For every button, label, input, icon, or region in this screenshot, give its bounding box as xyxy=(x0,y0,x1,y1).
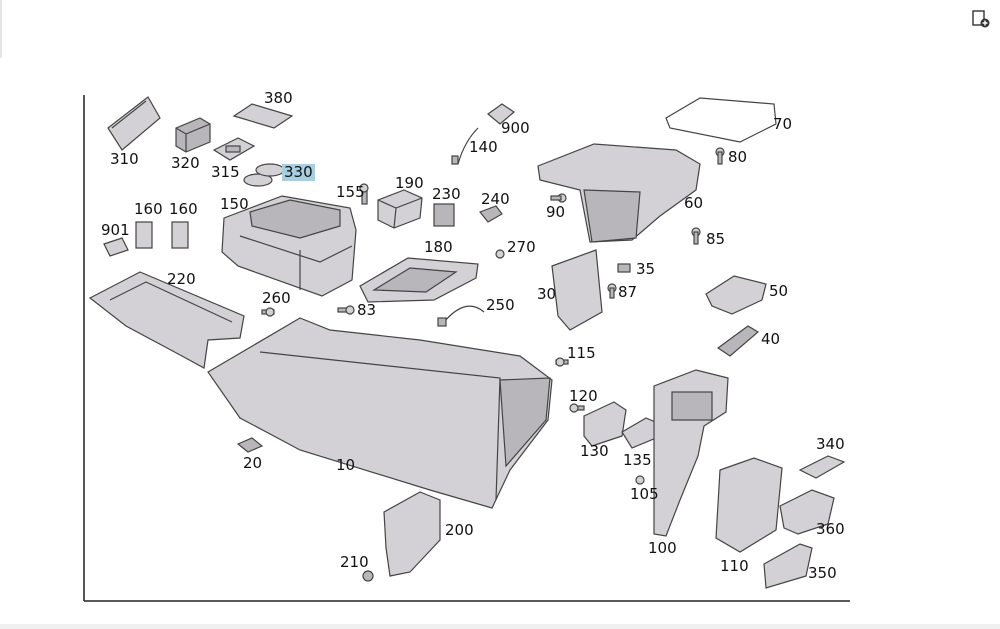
callout-900[interactable]: 900 xyxy=(501,119,530,137)
part-310-lid[interactable] xyxy=(107,96,161,151)
document-add-icon[interactable] xyxy=(971,9,991,29)
part-50-tray[interactable] xyxy=(705,275,767,315)
part-230-switch[interactable] xyxy=(433,203,455,227)
callout-160a[interactable]: 160 xyxy=(134,200,163,218)
part-240-clip[interactable] xyxy=(479,205,503,223)
callout-180[interactable]: 180 xyxy=(424,238,453,256)
callout-310[interactable]: 310 xyxy=(110,150,139,168)
part-110-vent-unit[interactable] xyxy=(715,457,783,553)
callout-80[interactable]: 80 xyxy=(728,148,748,166)
callout-330-highlighted[interactable]: 330 xyxy=(282,163,315,181)
part-140-cable[interactable] xyxy=(451,127,479,165)
callout-115[interactable]: 115 xyxy=(567,344,596,362)
callout-100[interactable]: 100 xyxy=(648,539,677,557)
part-340-cover[interactable] xyxy=(798,455,846,479)
callout-135[interactable]: 135 xyxy=(623,451,652,469)
callout-220[interactable]: 220 xyxy=(167,270,196,288)
callout-110[interactable]: 110 xyxy=(720,557,749,575)
callout-340[interactable]: 340 xyxy=(816,435,845,453)
part-120-screw[interactable] xyxy=(569,403,585,413)
callout-83[interactable]: 83 xyxy=(357,301,377,319)
callout-20[interactable]: 20 xyxy=(243,454,263,472)
part-85-screw[interactable] xyxy=(691,227,701,245)
part-360-bin[interactable] xyxy=(779,489,835,535)
part-190-tray[interactable] xyxy=(377,189,423,229)
callout-90[interactable]: 90 xyxy=(546,203,566,221)
callout-350[interactable]: 350 xyxy=(808,564,837,582)
part-70-gasket[interactable] xyxy=(665,97,777,143)
callout-10[interactable]: 10 xyxy=(336,456,356,474)
bottom-scroll-bar[interactable] xyxy=(0,624,1000,629)
part-350-bin[interactable] xyxy=(763,543,813,589)
callout-50[interactable]: 50 xyxy=(769,282,789,300)
callout-260[interactable]: 260 xyxy=(262,289,291,307)
callout-155[interactable]: 155 xyxy=(336,183,365,201)
callout-150[interactable]: 150 xyxy=(220,195,249,213)
callout-85[interactable]: 85 xyxy=(706,230,726,248)
part-10-console-body[interactable] xyxy=(207,317,553,509)
callout-87[interactable]: 87 xyxy=(618,283,638,301)
callout-70[interactable]: 70 xyxy=(773,115,793,133)
part-270-screw[interactable] xyxy=(495,249,505,259)
part-380-mat[interactable] xyxy=(232,103,294,129)
part-90-screw[interactable] xyxy=(550,193,567,203)
part-20-clip[interactable] xyxy=(236,437,264,453)
part-83-screw[interactable] xyxy=(337,305,355,315)
callout-315[interactable]: 315 xyxy=(211,163,240,181)
part-30-side-panel[interactable] xyxy=(551,249,603,331)
part-105-screw[interactable] xyxy=(635,475,645,485)
part-320-box[interactable] xyxy=(175,117,211,153)
part-80-screw[interactable] xyxy=(715,147,725,165)
part-155-screw[interactable] xyxy=(359,183,369,205)
part-200-bracket[interactable] xyxy=(383,491,441,577)
part-87-screw[interactable] xyxy=(607,283,617,299)
callout-360[interactable]: 360 xyxy=(816,520,845,538)
part-150-storage-unit[interactable] xyxy=(221,195,357,297)
part-35-clip[interactable] xyxy=(617,263,631,273)
part-160-socket-a[interactable] xyxy=(135,221,153,249)
callout-130[interactable]: 130 xyxy=(580,442,609,460)
callout-30[interactable]: 30 xyxy=(537,285,557,303)
callout-140[interactable]: 140 xyxy=(469,138,498,156)
callout-60[interactable]: 60 xyxy=(684,194,704,212)
part-40-insert[interactable] xyxy=(716,325,760,357)
callout-380[interactable]: 380 xyxy=(264,89,293,107)
part-901-component[interactable] xyxy=(103,237,129,257)
callout-120[interactable]: 120 xyxy=(569,387,598,405)
callout-230[interactable]: 230 xyxy=(432,185,461,203)
callout-250[interactable]: 250 xyxy=(486,296,515,314)
callout-210[interactable]: 210 xyxy=(340,553,369,571)
callout-320[interactable]: 320 xyxy=(171,154,200,172)
part-180-trim-frame[interactable] xyxy=(359,257,479,303)
part-260-screw[interactable] xyxy=(261,307,275,317)
part-220-air-duct[interactable] xyxy=(88,271,245,369)
callout-160b[interactable]: 160 xyxy=(169,200,198,218)
callout-240[interactable]: 240 xyxy=(481,190,510,208)
part-115-screw[interactable] xyxy=(555,357,569,367)
part-900-module[interactable] xyxy=(487,103,515,125)
callout-35[interactable]: 35 xyxy=(636,260,656,278)
callout-105[interactable]: 105 xyxy=(630,485,659,503)
part-160-socket-b[interactable] xyxy=(171,221,189,249)
part-60-armrest[interactable] xyxy=(537,143,701,243)
callout-40[interactable]: 40 xyxy=(761,330,781,348)
part-315-tray[interactable] xyxy=(212,137,256,161)
callout-190[interactable]: 190 xyxy=(395,174,424,192)
callout-901[interactable]: 901 xyxy=(101,221,130,239)
part-100-rear-panel[interactable] xyxy=(653,369,729,537)
part-130-bracket[interactable] xyxy=(583,401,627,447)
callout-270[interactable]: 270 xyxy=(507,238,536,256)
callout-200[interactable]: 200 xyxy=(445,521,474,539)
part-250-wiring-harness[interactable] xyxy=(437,305,485,327)
part-210-fastener[interactable] xyxy=(362,570,374,582)
part-330-cup-ring[interactable] xyxy=(243,163,285,187)
left-edge-divider xyxy=(0,0,2,58)
